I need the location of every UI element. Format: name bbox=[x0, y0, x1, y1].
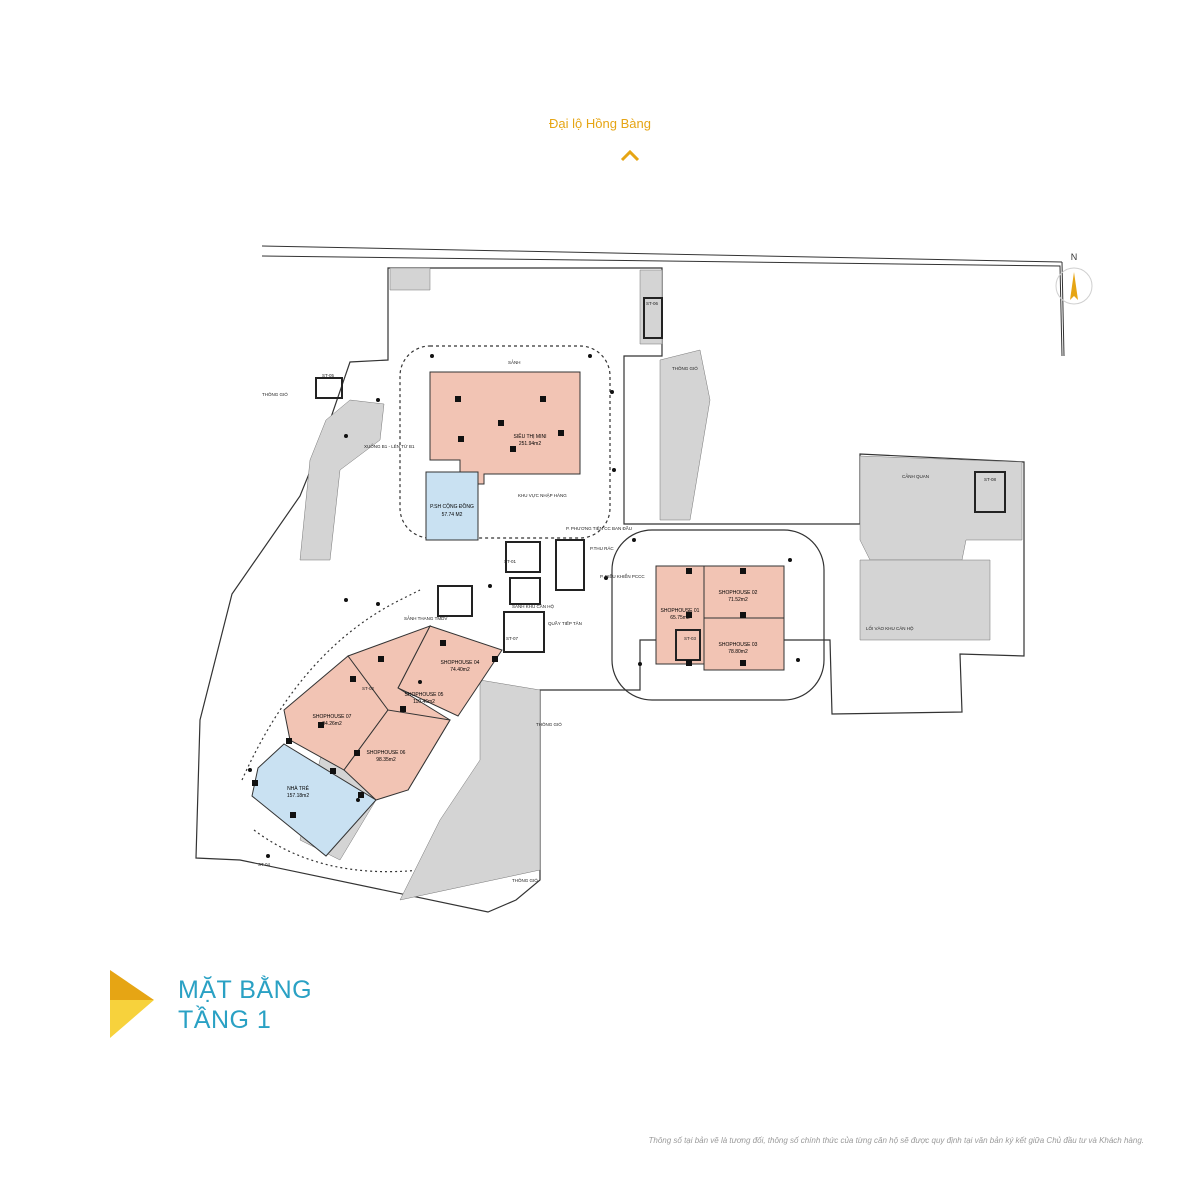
landscape-areas bbox=[299, 267, 1023, 901]
southwest-block bbox=[251, 625, 503, 857]
label-shophouse-07: SHOPHOUSE 07 bbox=[313, 714, 352, 720]
area-nha-tre: 157.18m2 bbox=[287, 793, 309, 799]
svg-text:CẢNH QUAN: CẢNH QUAN bbox=[902, 473, 929, 479]
svg-text:57.74 M2: 57.74 M2 bbox=[442, 512, 463, 518]
plan-labels: SẢNH KHU VỰC NHẬP HÀNG P. PHƯƠNG TIỆN CC… bbox=[258, 301, 997, 883]
svg-text:SHOPHOUSE 02: SHOPHOUSE 02 bbox=[719, 590, 758, 596]
svg-text:ST-02: ST-02 bbox=[362, 686, 375, 691]
cores bbox=[315, 297, 1006, 661]
svg-text:THÔNG GIÓ: THÔNG GIÓ bbox=[512, 877, 538, 883]
compass-icon: N bbox=[1055, 252, 1093, 305]
area-shophouse-06: 98.35m2 bbox=[376, 757, 396, 763]
svg-text:SIÊU THỊ MINI: SIÊU THỊ MINI bbox=[514, 432, 547, 440]
svg-text:P.SH CỘNG ĐỒNG: P.SH CỘNG ĐỒNG bbox=[430, 503, 474, 510]
svg-text:SẢNH THANG TMDV: SẢNH THANG TMDV bbox=[404, 615, 447, 621]
unit-shophouse-02: SHOPHOUSE 02 71.52m2 bbox=[703, 565, 785, 619]
svg-text:ST-05: ST-05 bbox=[322, 373, 335, 378]
columns bbox=[252, 396, 746, 818]
svg-text:SHOPHOUSE 03: SHOPHOUSE 03 bbox=[719, 642, 758, 648]
compass-label: N bbox=[1071, 252, 1078, 262]
svg-text:SHOPHOUSE 01: SHOPHOUSE 01 bbox=[661, 608, 700, 614]
unit-shophouse-03: SHOPHOUSE 03 78.80m2 bbox=[703, 617, 785, 671]
svg-text:P. PHƯƠNG TIỆN CC BAN ĐẦU: P. PHƯƠNG TIỆN CC BAN ĐẦU bbox=[566, 524, 632, 531]
street-label: Đại lộ Hồng Bàng bbox=[549, 116, 651, 131]
svg-text:ST-01: ST-01 bbox=[504, 559, 517, 564]
svg-text:ST-03: ST-03 bbox=[684, 636, 697, 641]
north-arrow-icon bbox=[620, 149, 640, 162]
disclaimer-note: Thông số tại bản vẽ là tương đối, thông … bbox=[648, 1136, 1144, 1145]
unit-shophouse-01: SHOPHOUSE 01 65.75m2 bbox=[655, 565, 705, 665]
svg-text:ST-04: ST-04 bbox=[258, 862, 271, 867]
svg-text:71.52m2: 71.52m2 bbox=[728, 597, 748, 603]
svg-text:THÔNG GIÓ: THÔNG GIÓ bbox=[672, 365, 698, 371]
area-shophouse-07: 94.26m2 bbox=[322, 721, 342, 727]
page-title: MẶT BẰNG TẦNG 1 bbox=[178, 975, 312, 1035]
title-line-2: TẦNG 1 bbox=[178, 1006, 272, 1034]
svg-text:ST-06: ST-06 bbox=[646, 301, 659, 306]
unit-sieu-thi-mini: SIÊU THỊ MINI 251.94m2 bbox=[429, 371, 581, 485]
road bbox=[261, 245, 1065, 357]
unit-sh-cong-dong: P.SH CỘNG ĐỒNG 57.74 M2 bbox=[425, 471, 479, 541]
svg-text:SẢNH: SẢNH bbox=[508, 359, 521, 365]
label-shophouse-05: SHOPHOUSE 05 bbox=[405, 692, 444, 698]
label-shophouse-06: SHOPHOUSE 06 bbox=[367, 750, 406, 756]
svg-text:65.75m2: 65.75m2 bbox=[670, 615, 690, 621]
svg-text:THÔNG GIÓ: THÔNG GIÓ bbox=[262, 391, 288, 397]
title-triangle-icon bbox=[110, 970, 154, 1038]
area-shophouse-04: 74.40m2 bbox=[450, 667, 470, 673]
svg-text:ST-07: ST-07 bbox=[506, 636, 519, 641]
svg-text:SẢNH KHU CĂN HỘ: SẢNH KHU CĂN HỘ bbox=[512, 603, 555, 609]
label-nha-tre: NHÀ TRẺ bbox=[287, 785, 310, 792]
title-line-1: MẶT BẰNG bbox=[178, 976, 313, 1004]
svg-text:251.94m2: 251.94m2 bbox=[519, 441, 541, 447]
svg-text:LỐI VÀO KHU CĂN HỘ: LỐI VÀO KHU CĂN HỘ bbox=[866, 625, 914, 631]
bollards bbox=[248, 354, 800, 858]
svg-text:78.80m2: 78.80m2 bbox=[728, 649, 748, 655]
label-shophouse-04: SHOPHOUSE 04 bbox=[441, 660, 480, 666]
area-shophouse-05: 110.46m2 bbox=[413, 699, 435, 705]
svg-text:P.THU RÁC: P.THU RÁC bbox=[590, 545, 614, 551]
svg-text:XUỐNG B1 - LÊN TỪ B1: XUỐNG B1 - LÊN TỪ B1 bbox=[364, 442, 415, 449]
svg-text:THÔNG GIÓ: THÔNG GIÓ bbox=[536, 721, 562, 727]
svg-text:KHU VỰC NHẬP HÀNG: KHU VỰC NHẬP HÀNG bbox=[518, 492, 567, 498]
svg-text:P. ĐIỀU KHIỂN PCCC: P. ĐIỀU KHIỂN PCCC bbox=[600, 573, 645, 579]
svg-text:QUẦY TIẾP TÂN: QUẦY TIẾP TÂN bbox=[548, 620, 582, 626]
svg-text:ST-08: ST-08 bbox=[984, 477, 997, 482]
